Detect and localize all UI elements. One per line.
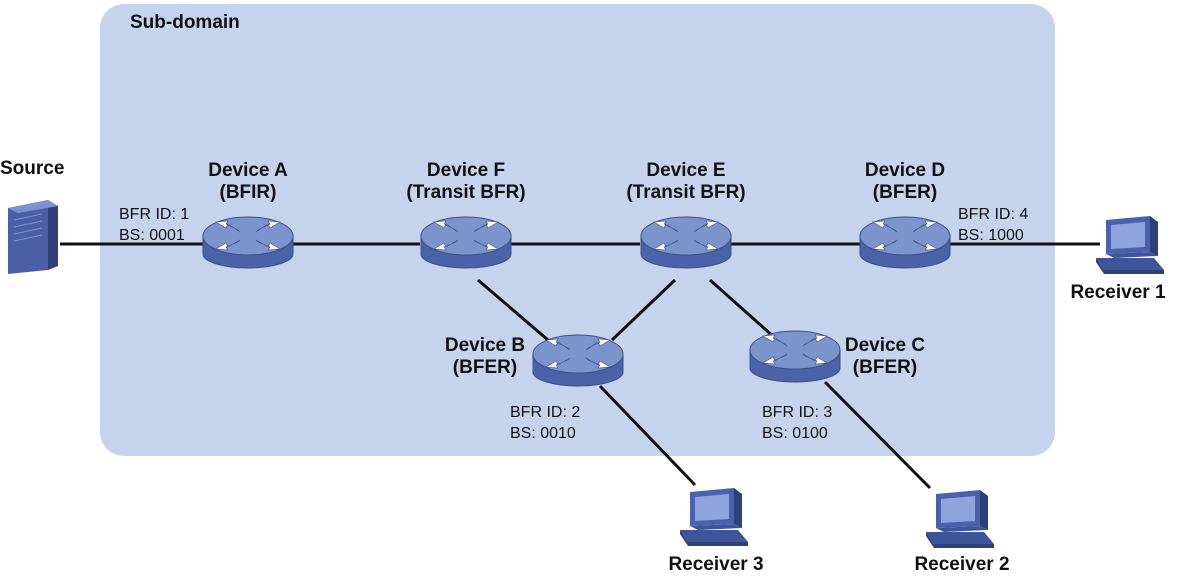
device-b-name: Device B (444, 335, 526, 356)
device-c-bfr-id: BFR ID: 3 (762, 404, 833, 421)
device-c-bs: BS: 0100 (762, 425, 828, 442)
device-a-bfr-id: BFR ID: 1 (119, 206, 190, 223)
device-e-label: Device E (Transit BFR) (606, 160, 766, 204)
pc-icon-receiver-1 (1096, 216, 1164, 274)
router-icon-device-d (859, 216, 951, 269)
device-a-label: Device A (BFIR) (188, 160, 308, 204)
device-d-role: (BFER) (872, 182, 938, 203)
device-f-role: (Transit BFR) (406, 182, 526, 203)
device-d-bfr-id: BFR ID: 4 (958, 206, 1029, 223)
device-f-name: Device F (426, 160, 506, 181)
device-f-label: Device F (Transit BFR) (386, 160, 546, 204)
device-d-name: Device D (864, 160, 946, 181)
router-icon-device-e (640, 216, 732, 269)
subdomain-label: Sub-domain (130, 12, 240, 33)
source-label: Source (0, 158, 65, 179)
receiver-2-label: Receiver 2 (914, 554, 1010, 575)
device-c-name: Device C (844, 335, 926, 356)
device-b-label: Device B (BFER) (430, 335, 540, 379)
router-icon-device-f (420, 216, 512, 269)
device-e-name: Device E (646, 160, 726, 181)
device-c-role: (BFER) (852, 357, 918, 378)
link-c-receiver2 (823, 380, 932, 490)
receiver-1-label: Receiver 1 (1070, 282, 1166, 303)
device-b-role: (BFER) (452, 357, 518, 378)
link-f-b (477, 278, 549, 342)
device-a-bs: BS: 0001 (119, 227, 185, 244)
device-b-bs: BS: 0010 (510, 425, 576, 442)
server-icon-source (7, 199, 59, 275)
device-d-bs: BS: 1000 (958, 227, 1024, 244)
router-icon-device-c (749, 330, 841, 383)
link-e-c (709, 278, 776, 340)
pc-icon-receiver-3 (680, 488, 748, 546)
device-a-name: Device A (208, 160, 288, 181)
router-icon-device-a (202, 216, 294, 269)
pc-icon-receiver-2 (926, 490, 994, 548)
device-a-role: (BFIR) (219, 182, 277, 203)
device-c-label: Device C (BFER) (830, 335, 940, 379)
device-b-bfr-id: BFR ID: 2 (510, 404, 581, 421)
link-b-receiver3 (598, 384, 697, 487)
receiver-3-label: Receiver 3 (668, 554, 764, 575)
links (60, 242, 1100, 490)
link-e-b (610, 278, 677, 342)
device-e-role: (Transit BFR) (626, 182, 746, 203)
device-d-label: Device D (BFER) (845, 160, 965, 204)
router-icon-device-b (532, 334, 624, 387)
